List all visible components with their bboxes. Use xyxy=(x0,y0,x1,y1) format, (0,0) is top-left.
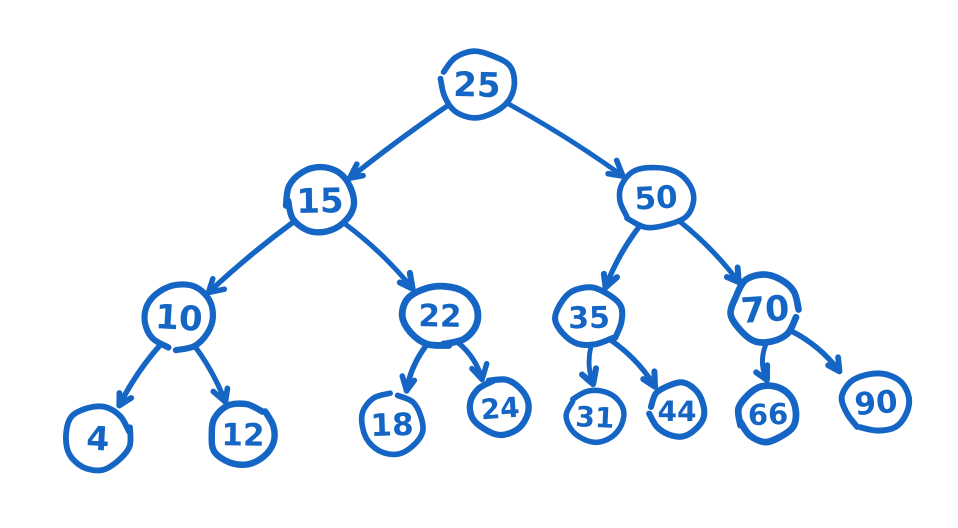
arrowhead-icon xyxy=(346,161,366,181)
tree-edge-10-4 xyxy=(116,342,163,409)
arrowhead-icon xyxy=(825,354,843,375)
node-circle xyxy=(141,281,217,354)
node-label: 31 xyxy=(575,400,615,435)
tree-edge-50-35 xyxy=(602,222,643,291)
node-circle xyxy=(563,387,627,446)
node-label: 4 xyxy=(85,418,110,458)
arrowhead-icon xyxy=(579,365,600,388)
node-label: 50 xyxy=(634,179,679,217)
arrowhead-icon xyxy=(753,362,771,383)
tree-edge-50-70 xyxy=(677,218,742,285)
tree-edge-10-12 xyxy=(192,344,228,405)
node-label: 10 xyxy=(154,297,204,340)
node-label: 70 xyxy=(740,289,791,332)
node-label: 22 xyxy=(418,298,462,335)
node-label: 12 xyxy=(221,417,265,454)
tree-node-4: 4 xyxy=(63,403,134,474)
arrowhead-icon xyxy=(640,368,659,390)
node-label: 66 xyxy=(747,397,789,432)
node-label: 35 xyxy=(568,301,610,337)
node-circle xyxy=(616,164,697,231)
node-circle xyxy=(358,390,426,458)
node-circle xyxy=(552,284,626,348)
node-label: 18 xyxy=(370,407,414,444)
tree-node-70: 70 xyxy=(727,271,802,346)
arrowhead-icon xyxy=(399,373,418,394)
arrowhead-icon xyxy=(396,269,416,292)
tree-node-50: 50 xyxy=(616,164,697,231)
tree-node-90: 90 xyxy=(838,370,913,434)
node-label: 15 xyxy=(296,181,344,222)
nodes-layer: 25 15 50 10 22 35 70 4 12 18 24 31 44 66 90 xyxy=(63,48,913,474)
node-label: 90 xyxy=(853,384,899,423)
node-circle xyxy=(437,48,518,121)
tree-edge-25-15 xyxy=(347,102,451,181)
node-circle xyxy=(466,376,532,439)
tree-node-24: 24 xyxy=(466,376,532,439)
tree-node-66: 66 xyxy=(734,382,800,446)
tree-node-31: 31 xyxy=(563,387,627,446)
tree-edge-25-50 xyxy=(505,101,626,179)
node-label: 24 xyxy=(480,391,521,427)
tree-node-25: 25 xyxy=(437,48,518,121)
arrowhead-icon xyxy=(723,264,742,286)
arrowhead-icon xyxy=(210,385,231,405)
tree-node-15: 15 xyxy=(282,163,358,236)
tree-node-18: 18 xyxy=(358,390,426,458)
edges-layer xyxy=(116,101,843,409)
node-circle xyxy=(646,379,708,440)
node-circle xyxy=(282,163,358,236)
node-circle xyxy=(727,271,802,346)
tree-node-12: 12 xyxy=(208,400,278,468)
tree-edge-15-22 xyxy=(342,221,415,292)
node-circle xyxy=(208,400,278,468)
node-label: 44 xyxy=(657,395,696,428)
node-circle xyxy=(63,403,134,474)
tree-node-22: 22 xyxy=(398,282,482,349)
arrowhead-icon xyxy=(469,360,490,383)
tree-node-35: 35 xyxy=(552,284,626,348)
arrowhead-icon xyxy=(116,390,135,409)
node-circle xyxy=(734,382,800,446)
tree-node-44: 44 xyxy=(646,379,708,440)
node-circle xyxy=(398,282,482,349)
node-circle xyxy=(838,370,913,434)
node-label: 25 xyxy=(453,65,501,106)
arrowhead-icon xyxy=(205,276,228,296)
tree-edge-15-10 xyxy=(205,219,297,296)
tree-node-10: 10 xyxy=(141,281,217,354)
arrowhead-icon xyxy=(600,270,621,291)
arrowhead-icon xyxy=(605,157,626,179)
